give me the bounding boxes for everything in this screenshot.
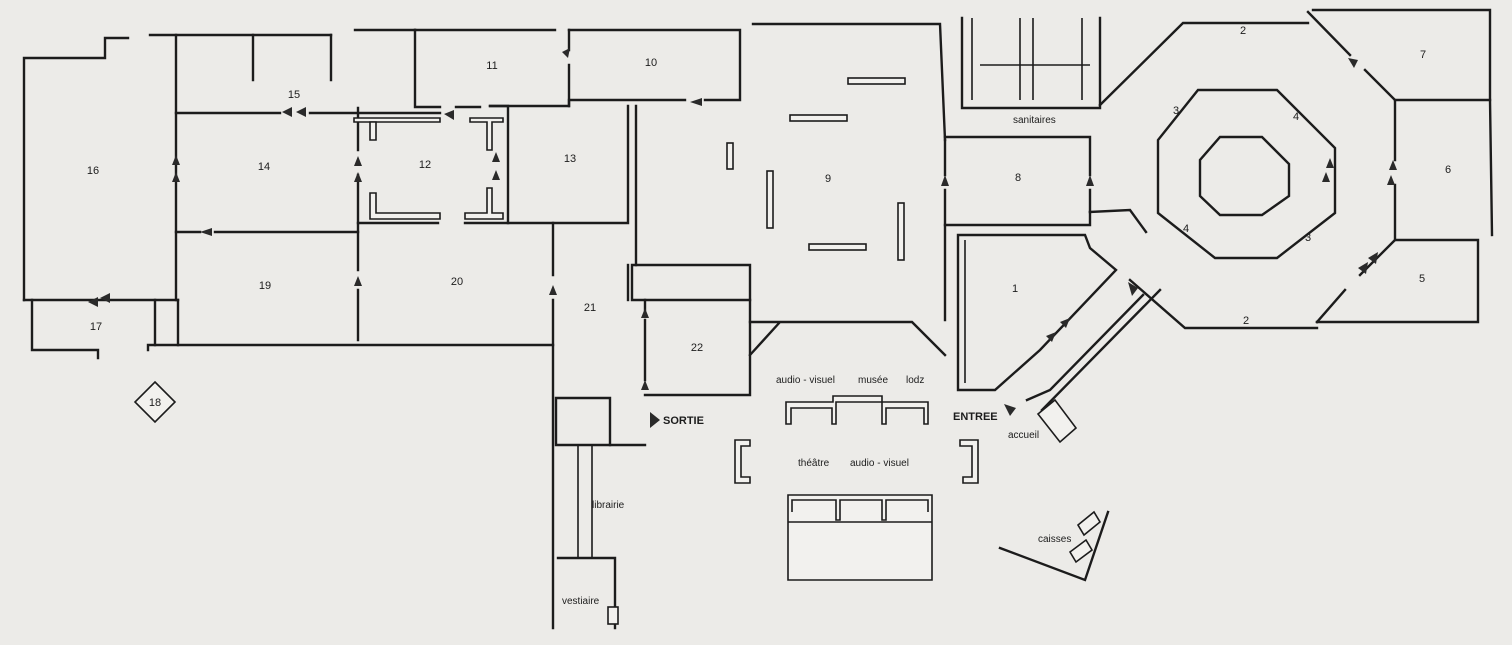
theatre-label: théâtre	[798, 458, 830, 469]
arrow-icon	[562, 48, 570, 58]
room-11-label: 11	[486, 60, 497, 72]
room-17-label: 17	[90, 321, 102, 333]
arrow-icon	[172, 172, 180, 182]
caisses-label: caisses	[1038, 534, 1071, 545]
room-3-label: 3	[1173, 105, 1179, 117]
room-2-label: 2	[1240, 25, 1246, 37]
arrow-icon	[172, 155, 180, 165]
arrow-icon	[1387, 175, 1395, 185]
room-12-label: 12	[419, 159, 431, 171]
room-8-label: 8	[1015, 172, 1021, 184]
room-9-label: 9	[825, 173, 831, 185]
arrow-icon	[200, 228, 212, 236]
entree-arrow-icon	[1004, 404, 1016, 416]
arrow-icon	[1322, 172, 1330, 182]
room-4-label: 4	[1293, 111, 1299, 123]
area-labels: sanitaires audio - visuel musée lodz thé…	[562, 115, 1071, 607]
theatre-audio-visuel-label: audio - visuel	[850, 458, 909, 469]
accueil-label: accueil	[1008, 430, 1039, 441]
arrow-icon	[492, 170, 500, 180]
arrow-icon	[354, 276, 362, 286]
arrow-icon	[1389, 160, 1397, 170]
room-1-label: 1	[1012, 283, 1018, 295]
room-2-label-lower: 2	[1243, 315, 1249, 327]
room-22-label: 22	[691, 342, 703, 354]
room-21-label: 21	[584, 302, 596, 314]
room-16-label: 16	[87, 165, 99, 177]
audio-visuel-label: audio - visuel	[776, 375, 835, 386]
sortie-arrow-icon	[650, 412, 660, 428]
arrow-icon	[100, 293, 110, 303]
arrow-icon	[492, 152, 500, 162]
arrow-icon	[641, 308, 649, 318]
arrow-icon	[354, 156, 362, 166]
lodz-label: lodz	[906, 375, 924, 386]
room-20-label: 20	[451, 276, 463, 288]
arrow-icon	[354, 172, 362, 182]
fixtures	[133, 77, 1102, 625]
room-19-label: 19	[259, 280, 271, 292]
room-14-label: 14	[258, 161, 270, 173]
entree-label: ENTREE	[953, 411, 998, 423]
librairie-label: librairie	[592, 500, 625, 511]
arrow-icon	[1086, 175, 1094, 186]
room-10-label: 10	[645, 57, 657, 69]
room-7-label: 7	[1420, 49, 1426, 61]
room-4-label-lower: 4	[1183, 223, 1189, 235]
arrow-icon	[549, 285, 557, 295]
arrow-icon	[641, 380, 649, 390]
room-6-label: 6	[1445, 164, 1451, 176]
vestiaire-label: vestiaire	[562, 596, 600, 607]
arrow-icon	[1368, 252, 1378, 264]
route-arrows	[88, 48, 1397, 428]
musee-label: musée	[858, 375, 888, 386]
arrow-icon	[690, 98, 702, 106]
walls	[22, 8, 1494, 630]
room-numbers: 1 2 2 3 3 4 4 5 6 7 8 9 10 11 12 13 14 1…	[87, 25, 1451, 409]
arrow-icon	[1348, 58, 1358, 68]
arrow-icon	[296, 107, 306, 117]
arrow-icon	[88, 297, 98, 307]
sanitaires-label: sanitaires	[1013, 115, 1056, 126]
room-5-label: 5	[1419, 273, 1425, 285]
room-18-label: 18	[149, 397, 161, 409]
arrow-icon	[941, 175, 949, 186]
arrow-icon	[1046, 332, 1056, 342]
sortie-label: SORTIE	[663, 415, 704, 427]
arrow-icon	[1060, 318, 1070, 328]
room-15-label: 15	[288, 89, 300, 101]
room-13-label: 13	[564, 153, 576, 165]
arrow-icon	[282, 107, 292, 117]
arrow-icon	[1128, 282, 1138, 296]
arrow-icon	[444, 110, 454, 120]
arrow-icon	[1326, 158, 1334, 168]
room-3-label-lower: 3	[1305, 232, 1311, 244]
arrow-icon	[1358, 262, 1368, 274]
